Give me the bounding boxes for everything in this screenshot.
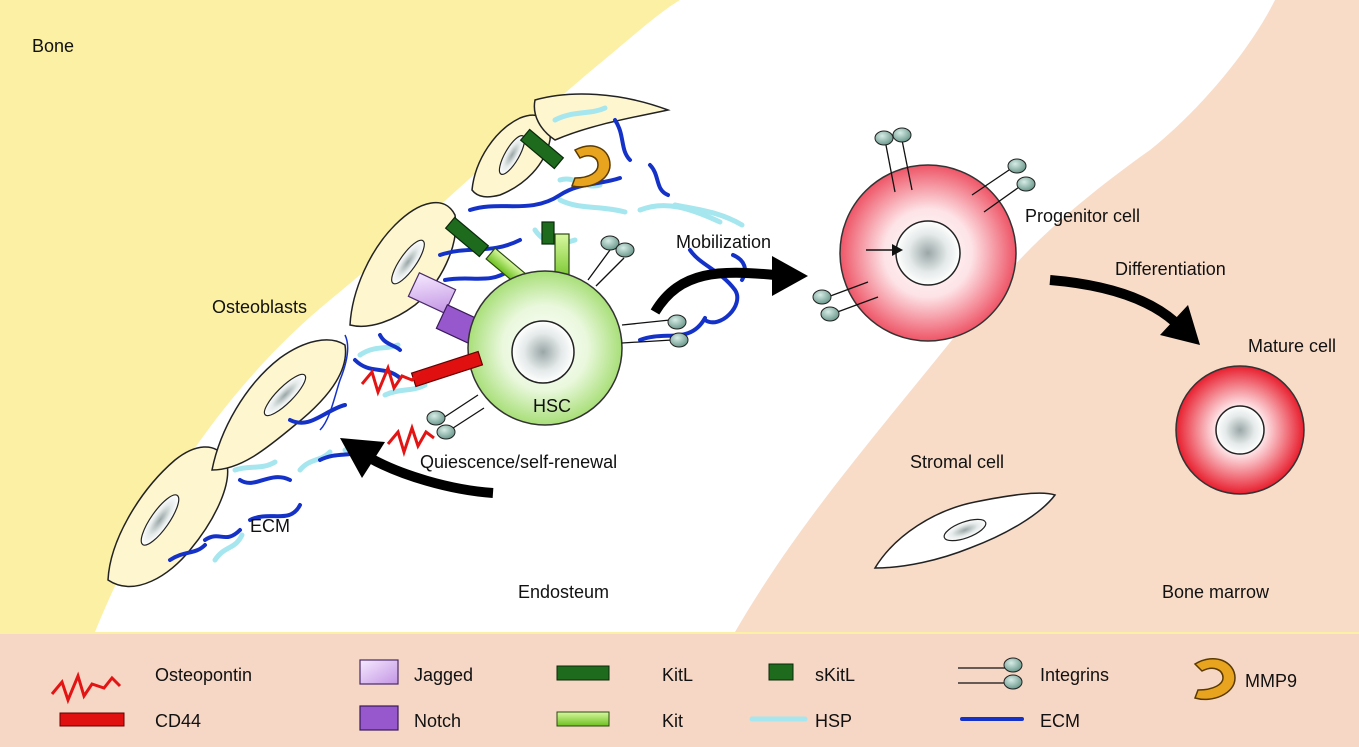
jagged-block-icon [359, 659, 399, 685]
legend-item-mmp9: MMP9 [1193, 658, 1297, 700]
notch-block-icon [359, 705, 399, 731]
osteopontin-molecules [360, 363, 435, 457]
legend-label-mmp9: MMP9 [1245, 671, 1297, 691]
stromal-label: Stromal cell [910, 452, 1004, 472]
legend-label-notch: Notch [414, 711, 461, 731]
legend-label-kitl: KitL [662, 665, 693, 685]
skitl-block-icon [768, 663, 794, 681]
mobilization-label: Mobilization [676, 232, 771, 252]
bone-label: Bone [32, 36, 74, 56]
legend-label-ecm: ECM [1040, 711, 1080, 731]
hsp-fibres [212, 105, 745, 563]
legend-item-skitl: sKitL [768, 663, 855, 685]
ecm-thin-fibre [319, 334, 349, 431]
osteoblasts-label: Osteoblasts [212, 297, 307, 317]
legend-item-osteopontin: Osteopontin [50, 665, 252, 705]
endosteum-label: Endosteum [518, 582, 609, 602]
stromal-nucleus [943, 518, 987, 542]
process-arrows [340, 256, 1200, 498]
legend-item-kitl: KitL [556, 665, 693, 685]
legend-label-skitl: sKitL [815, 665, 855, 685]
mature-nucleus [1215, 405, 1265, 455]
hsc-label: HSC [533, 396, 571, 416]
progenitor-nucleus [895, 220, 961, 286]
osteoblast-nuclei [140, 135, 526, 546]
hsc-nucleus [511, 320, 575, 384]
differentiation-label: Differentiation [1115, 259, 1226, 279]
mmp9-enzyme [570, 145, 611, 188]
kitl-bar-icon [556, 665, 610, 681]
legend-label-kit: Kit [662, 711, 683, 731]
legend-item-jagged: Jagged [359, 659, 473, 685]
mmp9-icon [1193, 658, 1236, 700]
progenitor-label: Progenitor cell [1025, 206, 1140, 226]
cd44-bar-icon [59, 712, 125, 727]
progenitor-integrins [812, 127, 1036, 322]
mature-label: Mature cell [1248, 336, 1336, 356]
legend-item-ecm: ECM [960, 711, 1080, 731]
kitl-receptors [444, 128, 565, 258]
legend-label-hsp: HSP [815, 711, 852, 731]
legend-item-kit: Kit [556, 711, 683, 731]
integrin-icon [958, 657, 1023, 690]
legend-label-cd44: CD44 [155, 711, 201, 731]
osteopontin-squiggle-icon [50, 671, 122, 705]
kit-bar-icon [556, 711, 610, 727]
legend: Osteopontin Jagged KitL sKitL Integrins … [0, 634, 1359, 747]
hsc-integrins [426, 235, 689, 440]
legend-item-integrins: Integrins [958, 657, 1109, 690]
ecm-label: ECM [250, 516, 290, 536]
jagged-ligand [407, 271, 457, 315]
legend-label-integrins: Integrins [1040, 665, 1109, 685]
legend-item-cd44: CD44 [59, 711, 201, 731]
legend-label-osteopontin: Osteopontin [155, 665, 252, 685]
legend-item-hsp: HSP [749, 711, 852, 731]
legend-background [0, 634, 1359, 747]
legend-label-jagged: Jagged [414, 665, 473, 685]
progenitor-inner-arrowhead [892, 244, 903, 256]
legend-item-notch: Notch [359, 705, 461, 731]
bone-marrow-label: Bone marrow [1162, 582, 1270, 602]
quiescence-label: Quiescence/self-renewal [420, 452, 617, 472]
